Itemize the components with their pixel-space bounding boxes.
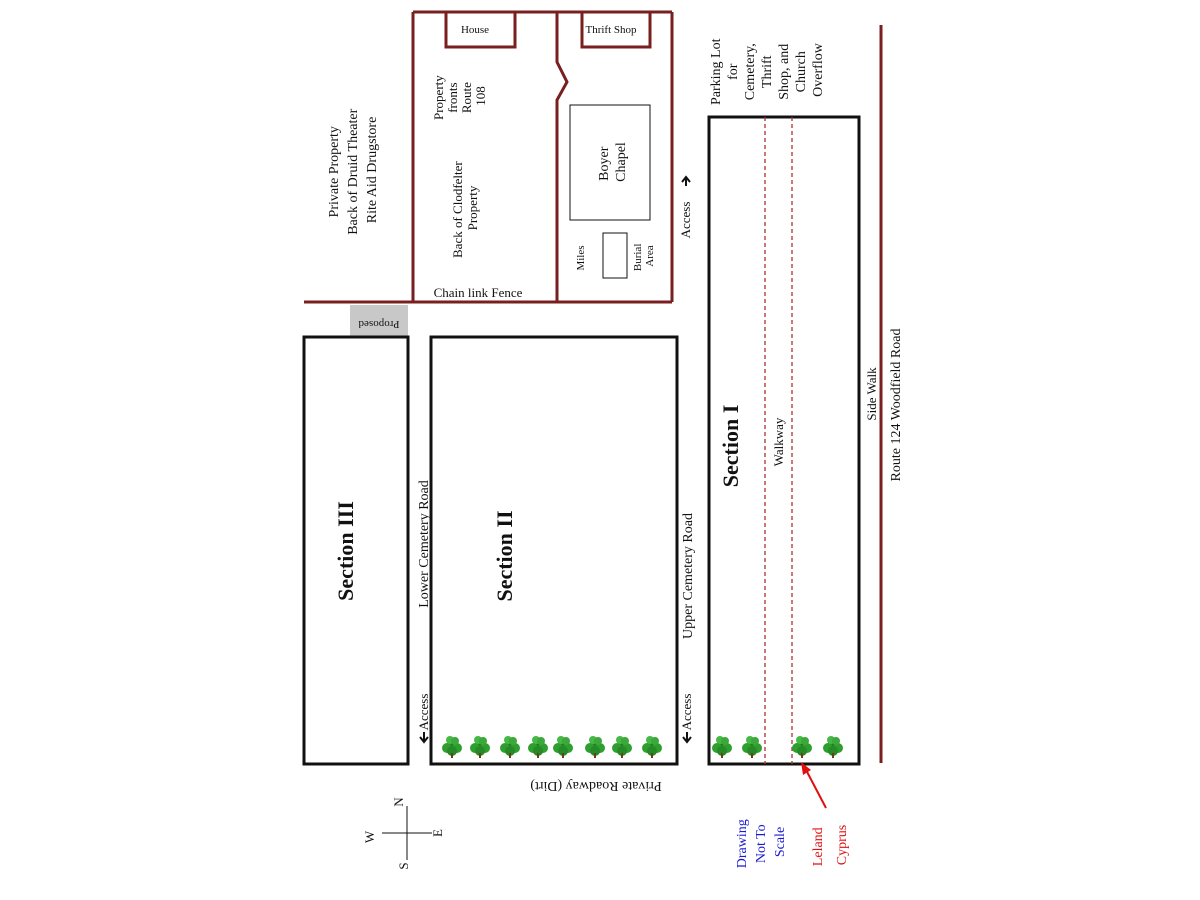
tree-icon: [500, 736, 520, 758]
section-1-label: Section I: [718, 405, 743, 488]
tree-icon: [792, 736, 812, 758]
leland-cyprus-note: Leland Cyprus: [811, 824, 850, 866]
tree-icon: [470, 736, 490, 758]
church-lot-line: [555, 12, 569, 302]
not-to-scale-note: Drawing Not To Scale: [735, 816, 788, 869]
arrow-icon: [682, 732, 692, 744]
side-walk-label: Side Walk: [864, 367, 879, 421]
parking-lot-label: Parking Lot for Cemetery, Thrift Shop, a…: [709, 35, 826, 105]
tree-icon: [642, 736, 662, 758]
leland-cyprus-arrow: [801, 762, 827, 809]
tree-icon: [712, 736, 732, 758]
access-parking-label: Access: [678, 202, 693, 239]
chain-link-fence-label: Chain link Fence: [434, 285, 523, 300]
arrow-icon: [681, 175, 691, 186]
compass-w: W: [362, 830, 377, 843]
house-box: [444, 10, 517, 49]
tree-icon: [823, 736, 843, 758]
proposed-area: [350, 305, 408, 336]
tree-icon: [742, 736, 762, 758]
tree-icon: [612, 736, 632, 758]
arrow-icon: [419, 732, 429, 744]
house-label: House: [461, 24, 489, 36]
clodfelter-label: Back of Clodfelter Property: [450, 158, 480, 258]
section-2-label: Section II: [492, 510, 517, 601]
access-lower-label: Access: [416, 694, 431, 731]
walkway-label: Walkway: [771, 417, 786, 466]
lower-cemetery-road-label: Lower Cemetery Road: [417, 480, 432, 608]
tree-row-section-2: [442, 736, 662, 758]
compass-s: S: [396, 862, 411, 869]
boyer-chapel-label: Boyer Chapel: [597, 142, 629, 182]
burial-area-label: Burial Area: [632, 241, 656, 271]
compass-n: N: [391, 797, 406, 807]
proposed-label: Proposed: [358, 318, 399, 330]
tree-icon: [528, 736, 548, 758]
tree-icon: [553, 736, 573, 758]
access-upper-label: Access: [679, 694, 694, 731]
section-1-box: [707, 115, 861, 766]
private-property-label: Private Property Back of Druid Theater R…: [327, 105, 380, 235]
tree-icon: [585, 736, 605, 758]
tree-row-section-1: [712, 736, 843, 758]
compass-e: E: [430, 829, 445, 837]
boyer-chapel-box: [569, 104, 651, 221]
section-3-box: [302, 335, 410, 766]
section-3-label: Section III: [333, 501, 358, 601]
private-roadway-label: Private Roadway (Dirt): [530, 778, 662, 793]
section-2-box: [429, 335, 679, 766]
compass-icon: N S E W: [362, 797, 445, 870]
thrift-shop-box: [580, 10, 652, 49]
route-124-label: Route 124 Woodfield Road: [889, 329, 904, 482]
upper-cemetery-road-label: Upper Cemetery Road: [681, 513, 696, 639]
tree-icon: [442, 736, 462, 758]
property-fronts-label: Property fronts Route 108: [431, 72, 488, 120]
miles-label: Miles: [575, 245, 587, 270]
burial-area-box: [602, 232, 628, 279]
property-lines: [304, 10, 883, 763]
thrift-shop-label: Thrift Shop: [585, 24, 637, 36]
